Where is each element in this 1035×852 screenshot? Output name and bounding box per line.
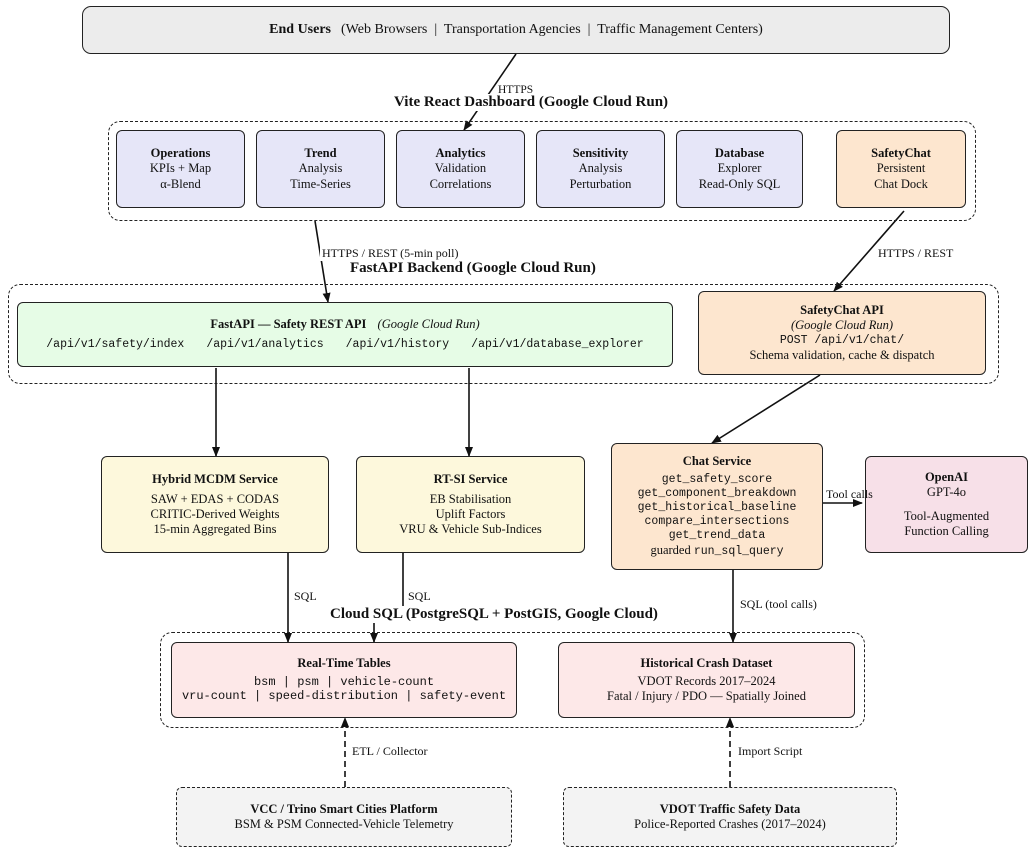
tab-database-title: Database: [714, 146, 765, 161]
end-users-title: End Users: [269, 22, 332, 38]
tool-get-safety-score: get_safety_score: [661, 473, 773, 487]
chat-api-subtitle: (Google Cloud Run): [790, 318, 894, 333]
tab-trend-line1: Analysis: [298, 161, 343, 176]
tab-trend-line2: Time-Series: [290, 176, 351, 191]
tab-analytics-line1: Validation: [434, 161, 487, 176]
tab-analytics-title: Analytics: [435, 146, 486, 161]
tab-sensitivity-line1: Analysis: [578, 161, 623, 176]
tab-operations-title: Operations: [150, 146, 211, 161]
historical-title: Historical Crash Dataset: [640, 655, 773, 670]
label-tool-calls: Tool calls: [826, 487, 873, 501]
tab-database-line1: Explorer: [717, 161, 762, 176]
table-vehicle-count: vehicle-count: [340, 674, 435, 689]
end-users-box: End Users (Web Browsers | Transportation…: [82, 6, 950, 54]
vcc-source-box: VCC / Trino Smart Cities Platform BSM & …: [176, 787, 512, 847]
tab-sensitivity-line2: Perturbation: [569, 176, 632, 191]
rest-api-subtitle: (Google Cloud Run): [377, 317, 480, 332]
chat-api-box: SafetyChat API (Google Cloud Run) POST /…: [698, 291, 986, 375]
historical-line2: Fatal / Injury / PDO — Spatially Joined: [607, 689, 806, 704]
tab-safetychat-title: SafetyChat: [871, 146, 931, 161]
arrow-rtsi-to-realtime: [370, 553, 404, 643]
tool-compare-intersections: compare_intersections: [644, 515, 790, 529]
rest-api-box: FastAPI — Safety REST API (Google Cloud …: [17, 302, 673, 367]
table-vru-count: vru-count: [181, 689, 247, 704]
openai-line4: Function Calling: [904, 523, 989, 538]
endpoint-analytics: /api/v1/analytics: [206, 337, 324, 351]
tool-guarded-prefix: guarded: [650, 543, 691, 558]
endpoint-safety-index: /api/v1/safety/index: [46, 337, 185, 351]
chat-service-title: Chat Service: [682, 453, 752, 468]
tab-analytics-line2: Correlations: [429, 176, 492, 191]
tool-get-component-breakdown: get_component_breakdown: [637, 487, 797, 501]
table-psm: psm: [297, 674, 319, 689]
table-bsm: bsm: [253, 674, 276, 689]
rtsi-line3: VRU & Vehicle Sub-Indices: [399, 522, 542, 537]
label-sql-tools: SQL (tool calls): [738, 597, 819, 612]
mcdm-title: Hybrid MCDM Service: [152, 471, 278, 486]
chat-api-title: SafetyChat API: [800, 303, 884, 318]
tab-sensitivity[interactable]: Sensitivity Analysis Perturbation: [536, 130, 665, 208]
tab-sensitivity-title: Sensitivity: [572, 146, 629, 161]
table-speed-distribution: speed-distribution: [268, 689, 398, 704]
label-sql-rtsi: SQL: [406, 589, 433, 604]
rtsi-line2: Uplift Factors: [435, 507, 506, 521]
backend-title: FastAPI Backend (Google Cloud Run): [348, 260, 598, 277]
historical-line1: VDOT Records 2017–2024: [637, 673, 776, 688]
realtime-title: Real-Time Tables: [297, 656, 391, 671]
mcdm-line2: CRITIC-Derived Weights: [150, 507, 280, 521]
tab-trend-title: Trend: [304, 146, 337, 161]
backend-container: [8, 284, 999, 384]
endpoint-history: /api/v1/history: [345, 337, 450, 351]
label-rest: HTTPS / REST: [876, 246, 956, 261]
tool-run-sql-query: run_sql_query: [693, 545, 784, 559]
tab-safetychat[interactable]: SafetyChat Persistent Chat Dock: [836, 130, 966, 208]
dashboard-title: Vite React Dashboard (Google Cloud Run): [392, 94, 671, 111]
tab-trend[interactable]: Trend Analysis Time-Series: [256, 130, 385, 208]
vdot-source-box: VDOT Traffic Safety Data Police-Reported…: [563, 787, 897, 847]
mcdm-service-box: Hybrid MCDM Service SAW + EDAS + CODAS C…: [101, 456, 329, 553]
cloud-sql-title: Cloud SQL (PostgreSQL + PostGIS, Google …: [328, 606, 660, 623]
chat-service-box: Chat Service get_safety_score get_compon…: [611, 443, 823, 570]
openai-line3: Tool-Augmented: [903, 508, 990, 523]
label-rest-poll: HTTPS / REST (5-min poll): [320, 246, 461, 261]
tab-safetychat-line2: Chat Dock: [874, 176, 928, 191]
chat-api-desc: Schema validation, cache & dispatch: [749, 347, 935, 362]
tool-get-trend-data: get_trend_data: [668, 529, 766, 543]
dashboard-container: [108, 121, 976, 221]
tab-safetychat-line1: Persistent: [876, 161, 926, 176]
mcdm-line3: 15-min Aggregated Bins: [153, 522, 277, 537]
tab-database-line2: Read-Only SQL: [698, 176, 781, 191]
label-etl: ETL / Collector: [350, 744, 430, 759]
tab-operations-line2: α-Blend: [160, 176, 201, 191]
openai-title: OpenAI: [924, 470, 969, 484]
rest-api-title: FastAPI — Safety REST API: [210, 317, 367, 332]
tab-analytics[interactable]: Analytics Validation Correlations: [396, 130, 525, 208]
realtime-tables-box: Real-Time Tables bsm | psm | vehicle-cou…: [171, 642, 517, 718]
label-https: HTTPS: [498, 84, 534, 96]
tab-operations[interactable]: Operations KPIs + Map α-Blend: [116, 130, 245, 208]
label-sql-mcdm: SQL: [292, 589, 319, 604]
tab-operations-line1: KPIs + Map: [149, 161, 212, 176]
rtsi-line1: EB Stabilisation: [429, 491, 512, 506]
mcdm-line1: SAW + EDAS + CODAS: [150, 491, 280, 506]
table-safety-event: safety-event: [419, 689, 507, 704]
rtsi-title: RT-SI Service: [433, 471, 508, 486]
vdot-title: VDOT Traffic Safety Data: [659, 801, 801, 816]
label-import: Import Script: [736, 744, 805, 759]
tool-get-historical-baseline: get_historical_baseline: [637, 501, 797, 515]
vdot-line: Police-Reported Crashes (2017–2024): [634, 817, 826, 831]
historical-dataset-box: Historical Crash Dataset VDOT Records 20…: [558, 642, 855, 718]
end-users-subtitle: (Web Browsers | Transportation Agencies …: [341, 22, 763, 38]
endpoint-database-explorer: /api/v1/database_explorer: [471, 337, 644, 351]
vcc-line: BSM & PSM Connected-Vehicle Telemetry: [234, 817, 454, 831]
cloud-sql-container: [160, 632, 865, 728]
openai-model: GPT-4o: [926, 485, 967, 500]
vcc-title: VCC / Trino Smart Cities Platform: [250, 801, 438, 816]
arrow-chat-api-to-chat-service: [711, 374, 821, 444]
openai-box: OpenAI GPT-4o Tool-Augmented Function Ca…: [865, 456, 1028, 553]
rtsi-service-box: RT-SI Service EB Stabilisation Uplift Fa…: [356, 456, 585, 553]
tab-database[interactable]: Database Explorer Read-Only SQL: [676, 130, 803, 208]
chat-api-endpoint: POST /api/v1/chat/: [779, 333, 905, 347]
